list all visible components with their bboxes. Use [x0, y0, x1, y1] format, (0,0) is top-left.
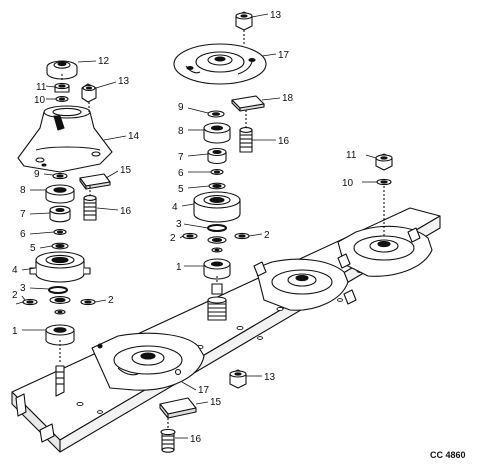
callout-10: 10 [34, 95, 46, 106]
callout-13: 13 [270, 10, 282, 21]
callout-17: 17 [198, 385, 210, 396]
callout-13: 13 [264, 372, 276, 383]
callout-11: 11 [36, 82, 47, 93]
callout-2: 2 [264, 230, 270, 241]
part-15-plate-bottom [159, 397, 197, 419]
part-13-nut-top [235, 11, 253, 31]
callout-8: 8 [20, 185, 26, 196]
callout-3: 3 [20, 283, 26, 294]
callout-17: 17 [278, 50, 290, 61]
figure-reference-code: CC 4860 [430, 450, 466, 460]
right-nut-washer [375, 153, 393, 238]
callout-2: 2 [108, 295, 114, 306]
right-cutter-disc [337, 225, 433, 277]
part-13-nut [81, 83, 97, 103]
callout-7: 7 [20, 209, 26, 220]
callout-1: 1 [12, 326, 18, 337]
callout-9: 9 [34, 169, 40, 180]
part-4-bearing-housing [29, 251, 91, 283]
lower-cutter-disc [91, 332, 205, 391]
callout-5: 5 [30, 243, 36, 254]
callout-18: 18 [282, 93, 294, 104]
callout-3: 3 [176, 219, 182, 230]
part-14-housing [17, 105, 113, 173]
part-15-plate [79, 173, 111, 190]
part-7-spacer [49, 205, 71, 223]
callout-15: 15 [120, 165, 132, 176]
callout-9: 9 [178, 102, 184, 113]
part-1-bearing-mid [203, 258, 231, 280]
callout-12: 12 [98, 56, 110, 67]
callout-7: 7 [178, 152, 184, 163]
callout-16: 16 [278, 136, 290, 147]
part-8-bearing-mid [203, 122, 231, 144]
part-7-spacer-mid [207, 147, 227, 165]
middle-shaft-gear [207, 283, 227, 321]
alignment-lines [59, 74, 247, 364]
part-4-bearing-housing-mid [193, 191, 241, 223]
left-shaft [55, 365, 65, 397]
callout-2: 2 [170, 233, 176, 244]
callout-16: 16 [120, 206, 132, 217]
callout-16: 16 [190, 434, 202, 445]
callout-14: 14 [128, 131, 140, 142]
part-13-nut-bottom [229, 369, 247, 389]
callout-numbers: 12 11 10 13 14 9 15 8 16 7 6 5 4 3 2 2 1… [12, 10, 357, 445]
part-2-washers-left [22, 296, 96, 315]
leader-lines [15, 13, 377, 439]
part-18-plate [231, 95, 265, 112]
part-8-bearing [45, 184, 75, 204]
part-12-cap [46, 60, 78, 80]
part-11-nut [54, 82, 70, 93]
part-16-bolt [83, 195, 97, 221]
callout-6: 6 [178, 168, 184, 179]
callout-13: 13 [118, 76, 130, 87]
part-16-bolt-bottom [160, 428, 176, 453]
part-2-washers-mid [182, 232, 250, 253]
callout-15: 15 [210, 397, 222, 408]
center-cutter-disc [253, 258, 357, 311]
part-17-disc-top [173, 43, 267, 85]
part-3-o-ring-mid [207, 224, 227, 232]
callout-4: 4 [12, 265, 18, 276]
callout-10: 10 [342, 178, 354, 189]
callout-5: 5 [178, 184, 184, 195]
part-3-o-ring [48, 286, 68, 294]
callout-4: 4 [172, 202, 178, 213]
middle-cutter-assembly [173, 11, 267, 321]
callout-1: 1 [176, 262, 182, 273]
callout-11: 11 [346, 150, 357, 161]
part-16-bolt-mid [239, 127, 253, 153]
callout-6: 6 [20, 229, 26, 240]
callout-2: 2 [12, 290, 18, 301]
callout-8: 8 [178, 126, 184, 137]
